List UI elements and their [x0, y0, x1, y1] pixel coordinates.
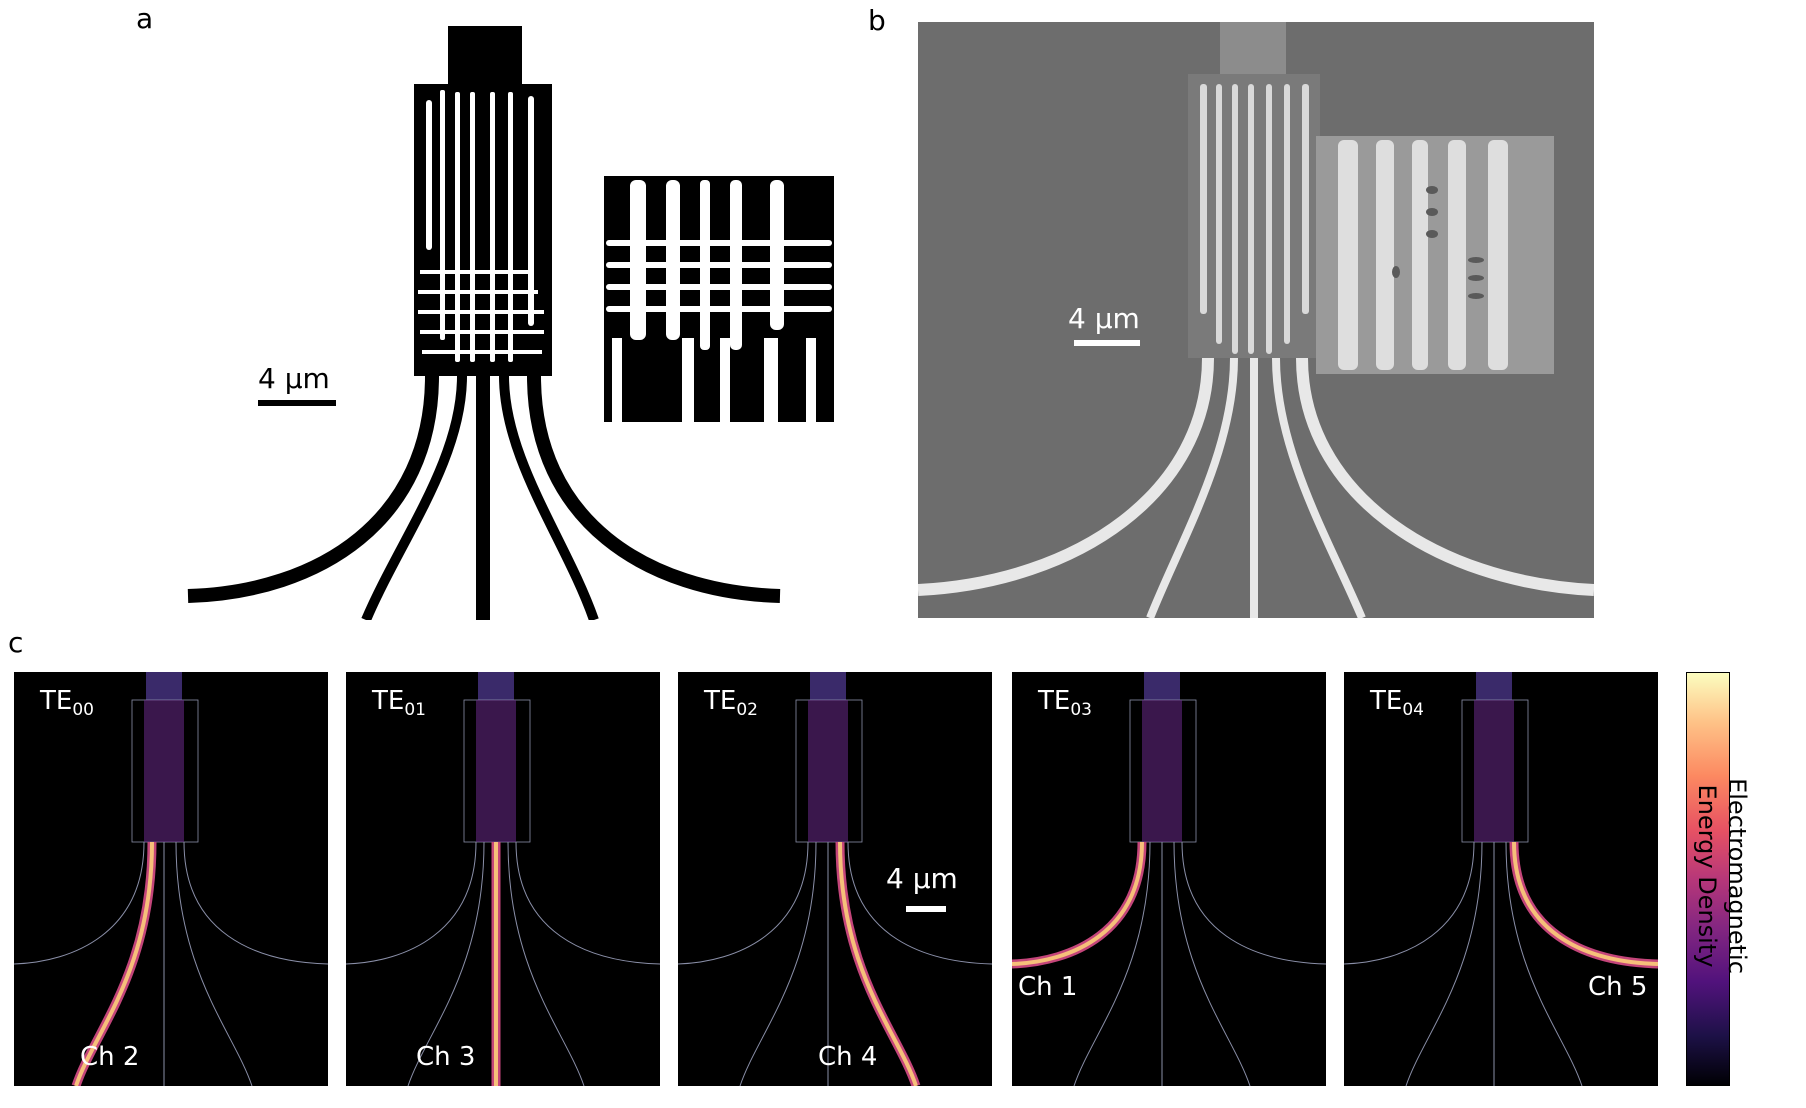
colorbar [1686, 672, 1730, 1086]
mode-label-subscript: 02 [736, 700, 758, 721]
mode-label-subscript: 04 [1402, 700, 1424, 721]
channel-label: Ch 5 [1588, 972, 1648, 1002]
waveguide-outline-1 [739, 841, 817, 1086]
field-design-region [476, 700, 516, 842]
field-core [838, 841, 918, 1086]
input-waveguide [1476, 672, 1512, 700]
simulation-graphic [1012, 672, 1326, 1086]
waveguide-outline-3 [175, 841, 253, 1086]
panel-b-sem-image: 4 µm [918, 22, 1594, 618]
waveguide-outline-4 [678, 841, 809, 965]
waveguide-outline-1 [1073, 841, 1151, 1086]
design-pattern-graphic [187, 26, 834, 620]
field-core [1512, 841, 1658, 966]
waveguide-outline-5 [847, 841, 992, 965]
simulation-te01: TE01 Ch 3 [346, 672, 660, 1086]
simulation-te03: TE03 Ch 1 [1012, 672, 1326, 1086]
panel-label-c: c [8, 626, 24, 659]
field-glow [1509, 841, 1658, 969]
input-waveguide [478, 672, 514, 700]
sem-image-graphic [918, 22, 1594, 618]
mode-label-subscript: 00 [72, 700, 94, 721]
panel-label-b: b [868, 4, 886, 37]
scale-bar-c [906, 906, 946, 912]
waveguide-outline-3 [1505, 841, 1583, 1086]
waveguide-outline-3 [507, 841, 585, 1086]
waveguide-outline-5 [1181, 841, 1326, 965]
simulation-te00: TE00 Ch 2 [14, 672, 328, 1086]
field-core [1012, 841, 1144, 966]
input-waveguide [146, 672, 182, 700]
panel-label-a: a [136, 2, 154, 35]
scale-bar-label-a: 4 µm [258, 362, 330, 395]
colorbar-title-line1: Electromagnetic [1723, 778, 1751, 974]
waveguide-outline-5 [1513, 841, 1658, 965]
simulation-te02: TE02 Ch 4 [678, 672, 992, 1086]
mode-label: TE00 [40, 686, 94, 720]
waveguide-outline-1 [407, 841, 485, 1086]
simulation-graphic [1344, 672, 1658, 1086]
field-design-region [1474, 700, 1514, 842]
simulation-graphic [678, 672, 992, 1086]
colorbar-title-line2: Energy Density [1693, 784, 1721, 968]
mode-label-main: TE [372, 686, 405, 716]
input-waveguide [1144, 672, 1180, 700]
mode-label: TE03 [1038, 686, 1092, 720]
input-waveguide [810, 672, 846, 700]
channel-label: Ch 2 [80, 1042, 140, 1072]
waveguide-outline-1 [1405, 841, 1483, 1086]
waveguide-outline-5 [183, 841, 328, 965]
mode-label-main: TE [40, 686, 73, 716]
field-glow [1012, 841, 1147, 969]
mode-label-subscript: 01 [404, 700, 426, 721]
mode-label: TE01 [372, 686, 426, 720]
field-design-region [808, 700, 848, 842]
waveguide-outline-4 [14, 841, 145, 965]
mode-label: TE02 [704, 686, 758, 720]
simulation-te04: TE04 Ch 5 [1344, 672, 1658, 1086]
panel-a-design: 4 µm [0, 0, 900, 620]
field-design-region [1142, 700, 1182, 842]
mode-label-main: TE [1370, 686, 1403, 716]
colorbar-title: Electromagnetic Energy Density [1692, 746, 1752, 1006]
field-core [74, 841, 154, 1086]
waveguide-outline-5 [515, 841, 660, 965]
waveguide-outline-4 [1344, 841, 1475, 965]
channel-label: Ch 3 [416, 1042, 476, 1072]
channel-label: Ch 4 [818, 1042, 878, 1072]
scale-bar-label-c: 4 µm [886, 862, 958, 895]
waveguide-outline-3 [1173, 841, 1251, 1086]
waveguide-outline-4 [346, 841, 477, 965]
scale-bar-label-b: 4 µm [1068, 302, 1140, 335]
simulation-graphic [14, 672, 328, 1086]
simulation-graphic [346, 672, 660, 1086]
mode-label-main: TE [704, 686, 737, 716]
mode-label-subscript: 03 [1070, 700, 1092, 721]
field-design-region [144, 700, 184, 842]
channel-label: Ch 1 [1018, 972, 1078, 1002]
mode-label: TE04 [1370, 686, 1424, 720]
mode-label-main: TE [1038, 686, 1071, 716]
